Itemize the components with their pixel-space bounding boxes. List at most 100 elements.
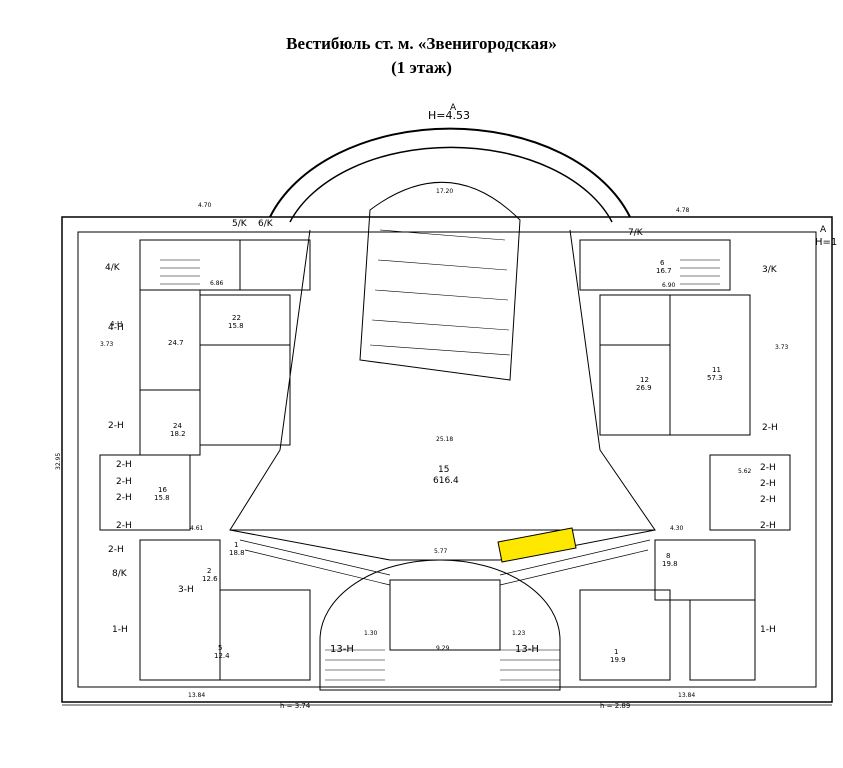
exit-label: 2-H: [116, 493, 132, 503]
room-number: 5: [218, 644, 222, 652]
escalator-right: [499, 539, 651, 586]
room-number: 1: [614, 648, 618, 656]
room-lower-left: [219, 589, 311, 681]
plan-subtitle: (1 этаж): [391, 58, 452, 77]
room-label: 8 19.8: [662, 552, 678, 568]
axis-right-label: A: [820, 225, 827, 235]
room-right-top: [579, 239, 731, 291]
stair-3k: 3/K: [762, 265, 778, 275]
room-number: 6: [660, 259, 665, 267]
dim-label: 4.70: [198, 202, 212, 209]
dim-label: 5.77: [434, 548, 448, 555]
stair-hatch-bottom-right: [500, 649, 560, 681]
room-right-small: [599, 294, 671, 346]
seating-block: [359, 181, 521, 381]
room-right-corridor: [709, 454, 791, 531]
dim-label: 6.90: [662, 282, 676, 289]
bottom-height-right: h = 2.89: [600, 702, 630, 710]
room-number: 24: [173, 422, 182, 430]
exit-label: 2-H: [116, 460, 132, 470]
room-number: 11: [712, 366, 721, 374]
main-hall-outline: [229, 229, 656, 531]
room-number: 22: [232, 314, 241, 322]
exit-label: 2-H: [762, 423, 778, 433]
room-number: 8: [666, 552, 670, 560]
room-6: [689, 599, 756, 681]
dim-label: 4.78: [676, 207, 690, 214]
exit-label: 2-H: [108, 545, 124, 555]
stair-hatch-right: [680, 259, 720, 285]
highlighted-zone: [497, 527, 577, 563]
room-11: [669, 294, 751, 436]
stair-5k: 5/K: [232, 219, 248, 229]
room-area: 26.9: [636, 384, 652, 392]
outer-wall: [61, 216, 833, 703]
seating-rows: [369, 229, 511, 356]
dim-label: 17.20: [436, 188, 453, 195]
room-label: 1 19.9: [610, 648, 626, 664]
room-24: [139, 389, 201, 456]
dim-label: 4.61: [190, 525, 204, 532]
room-area: 19.9: [610, 656, 626, 664]
dim-label: 1.30: [364, 630, 378, 637]
main-hall-number: 15: [438, 465, 449, 475]
room-area: 57.3: [707, 374, 723, 382]
room-label: 1 18.8: [229, 541, 245, 557]
dim-label: 13.84: [678, 692, 695, 699]
room-2: [139, 539, 221, 681]
dome-height-label: H=4.53: [428, 109, 470, 122]
exit-label: 1-H: [112, 625, 128, 635]
room-area: 15.8: [228, 322, 244, 330]
room-left-top: [139, 239, 241, 291]
room-area: 18.8: [229, 549, 245, 557]
dim-label: 13.84: [188, 692, 205, 699]
lower-vestibule: [319, 559, 561, 691]
bottom-height-left: h = 3.74: [280, 702, 311, 710]
dim-label: 6.86: [210, 280, 224, 287]
exit-label: 2-H: [760, 479, 776, 489]
exit-label: 13-H: [515, 644, 539, 655]
exit-label: 2-H: [760, 463, 776, 473]
room-number: 12: [640, 376, 649, 384]
room-area: 18.2: [170, 430, 186, 438]
room-lower-right: [579, 589, 671, 681]
room-number: 2: [207, 567, 211, 575]
dome-arc-outer: [269, 127, 631, 218]
stair-hatch-left: [160, 259, 200, 285]
stair-8k: 8/K: [112, 569, 128, 579]
room-number: 4-H: [110, 320, 122, 328]
exit-label: 3-H: [178, 585, 194, 595]
room-label: 6 16.7: [656, 259, 672, 275]
room-area: 12.4: [214, 652, 230, 660]
room-22: [199, 294, 291, 346]
room-label: 11 57.3: [707, 366, 723, 382]
room-label: 2 12.6: [202, 567, 218, 583]
dim-label: 32.95: [55, 453, 62, 470]
room-area: 15.8: [154, 494, 170, 502]
dome-arc-inner: [289, 146, 613, 223]
room-label: 12 26.9: [636, 376, 652, 392]
room-9: [389, 579, 501, 651]
room-number: 16: [158, 486, 167, 494]
stair-hatch-bottom-left: [325, 649, 385, 681]
dim-label: 1.23: [512, 630, 526, 637]
dim-label: 9.29: [436, 645, 450, 652]
plan-title: Вестибюль ст. м. «Звенигородская»: [286, 34, 557, 53]
dim-label: 3.73: [775, 344, 789, 351]
room-16: [99, 454, 191, 531]
room-area: 19.8: [662, 560, 678, 568]
room-label: 24 18.2: [170, 422, 186, 438]
inner-wall: [77, 231, 817, 688]
axis-right-height: H=1: [815, 237, 837, 248]
stair-4k: 4/K: [105, 263, 121, 273]
exit-label: 2-H: [116, 521, 132, 531]
room-area: 16.7: [656, 267, 672, 275]
room-label: 5 12.4: [214, 644, 230, 660]
stair-6k: 6/K: [258, 219, 274, 229]
room-label: 4-H 24.7: [110, 320, 184, 347]
room-12: [599, 344, 671, 436]
exit-label: 2-H: [116, 477, 132, 487]
stair-7k: 7/K: [628, 228, 644, 238]
dim-label: 4.30: [670, 525, 684, 532]
